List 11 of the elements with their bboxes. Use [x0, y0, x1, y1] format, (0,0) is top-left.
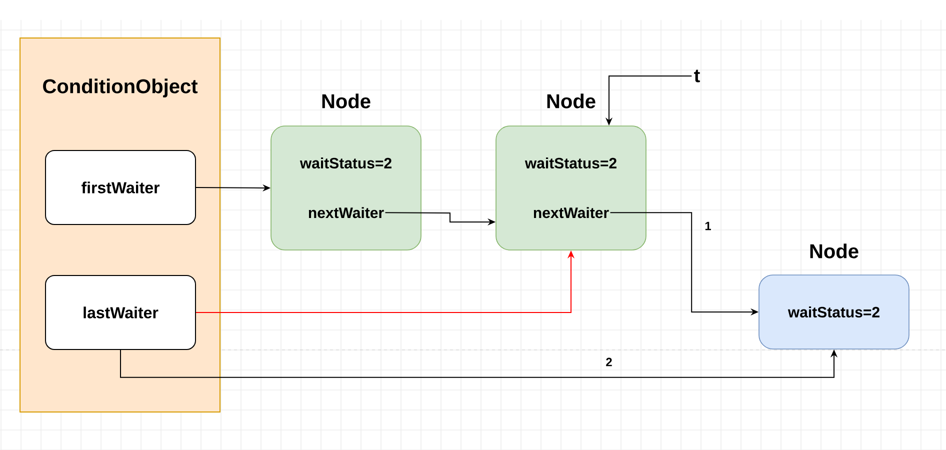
- edge-label: 1: [703, 220, 713, 232]
- node-title: Node: [322, 94, 370, 108]
- node-box: waitStatus=2: [758, 274, 910, 350]
- field-box: lastWaiter: [45, 275, 196, 350]
- pointer-label: t: [694, 70, 700, 82]
- field-label: nextWaiter: [534, 207, 609, 218]
- node-title: Node: [547, 94, 596, 108]
- node-title: Node: [810, 244, 858, 258]
- field-label: nextWaiter: [308, 207, 384, 218]
- field-box: firstWaiter: [45, 150, 196, 225]
- edge-label: 2: [604, 356, 614, 368]
